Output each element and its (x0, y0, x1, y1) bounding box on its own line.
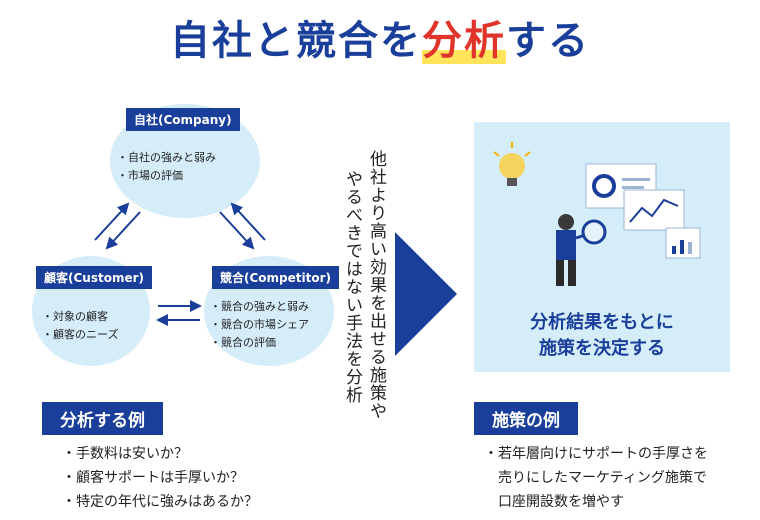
panel-text-line2: 施策を決定する (539, 338, 665, 359)
company-item: 市場の評価 (117, 167, 216, 185)
lightbulb-icon (493, 142, 531, 186)
person-icon (556, 214, 576, 286)
measure-examples-label: 施策の例 (474, 402, 578, 435)
customer-tag: 顧客(Customer) (36, 266, 153, 289)
customer-item: 顧客のニーズ (42, 326, 118, 344)
arrow-company-to-competitor (219, 211, 255, 250)
measure-examples-list: 若年層向けにサポートの手厚さを 売りにしたマーケティング施策で 口座開設数を増や… (484, 442, 708, 514)
customer-items: 対象の顧客 顧客のニーズ (42, 308, 118, 344)
competitor-item: 競合の市場シェア (210, 316, 309, 334)
arrow-competitor-to-company (230, 202, 266, 241)
analysis-example-item: 手数料は安いか？ (62, 442, 258, 466)
arrow-customer-to-company (94, 202, 130, 241)
company-tag: 自社(Company) (126, 108, 240, 131)
title-suffix: する (506, 18, 590, 64)
analysis-illustration (493, 142, 701, 286)
title-highlight: 分析 (422, 18, 506, 64)
arrow-text-line1: 他社より高い効果を出せる施策や (366, 150, 386, 420)
measure-example-cont2: 口座開設数を増やす (498, 494, 624, 510)
panel-text-line1: 分析結果をもとに (530, 312, 674, 333)
title-prefix: 自社と競合を (170, 18, 422, 64)
page-title: 自社と競合を分析する (0, 8, 760, 66)
analysis-examples-label: 分析する例 (42, 402, 163, 435)
panel-text: 分析結果をもとに 施策を決定する (474, 310, 730, 362)
analysis-examples-list: 手数料は安いか？ 顧客サポートは手厚いか？ 特定の年代に強みはあるか？ (62, 442, 258, 514)
competitor-item: 競合の評価 (210, 334, 309, 352)
company-item: 自社の強みと弱み (117, 149, 216, 167)
arrow-text-line2: やるべきではない手法を分析 (342, 170, 362, 404)
competitor-items: 競合の強みと弱み 競合の市場シェア 競合の評価 (210, 298, 309, 352)
analysis-example-item: 顧客サポートは手厚いか？ (62, 466, 258, 490)
customer-item: 対象の顧客 (42, 308, 118, 326)
flow-arrow (395, 232, 457, 356)
analysis-example-item: 特定の年代に強みはあるか？ (62, 490, 258, 514)
measure-example-item: 若年層向けにサポートの手厚さを (484, 442, 708, 466)
arrow-company-to-customer (105, 211, 141, 250)
company-items: 自社の強みと弱み 市場の評価 (117, 149, 216, 185)
measure-example-cont1: 売りにしたマーケティング施策で (498, 470, 707, 486)
magnifier-icon (575, 219, 607, 245)
competitor-tag: 競合(Competitor) (212, 266, 340, 289)
competitor-item: 競合の強みと弱み (210, 298, 309, 316)
